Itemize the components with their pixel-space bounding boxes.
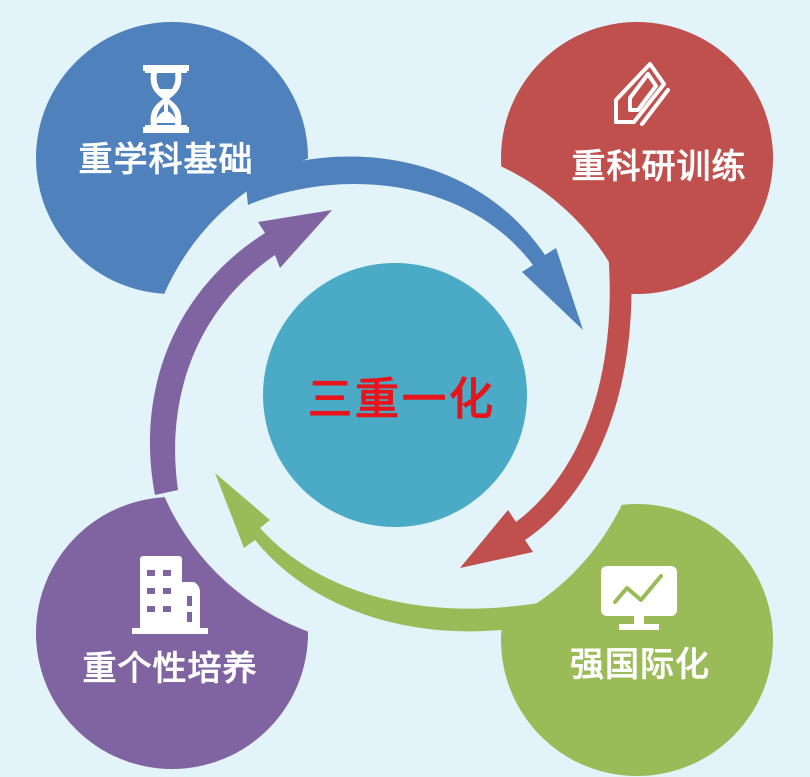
node-circle-bottom-right bbox=[501, 504, 773, 776]
monitor-chart-icon bbox=[601, 566, 677, 630]
arrow-purple bbox=[149, 210, 332, 495]
center-label: 三重一化 bbox=[308, 374, 496, 425]
node-label-top-left: 重学科基础 bbox=[78, 140, 254, 180]
arrow-red bbox=[460, 250, 632, 568]
node-circle-top-right bbox=[501, 22, 773, 294]
node-circle-top-left bbox=[36, 22, 308, 294]
pencil-icon bbox=[614, 62, 670, 126]
hourglass-icon bbox=[143, 65, 189, 133]
node-label-bottom-right: 强国际化 bbox=[570, 645, 710, 685]
arrow-blue bbox=[245, 156, 583, 330]
center-circle bbox=[263, 263, 527, 527]
arrow-green bbox=[215, 473, 565, 632]
node-label-bottom-left: 重个性培养 bbox=[82, 649, 258, 689]
building-icon bbox=[132, 556, 208, 634]
node-label-top-right: 重科研训练 bbox=[571, 147, 747, 187]
